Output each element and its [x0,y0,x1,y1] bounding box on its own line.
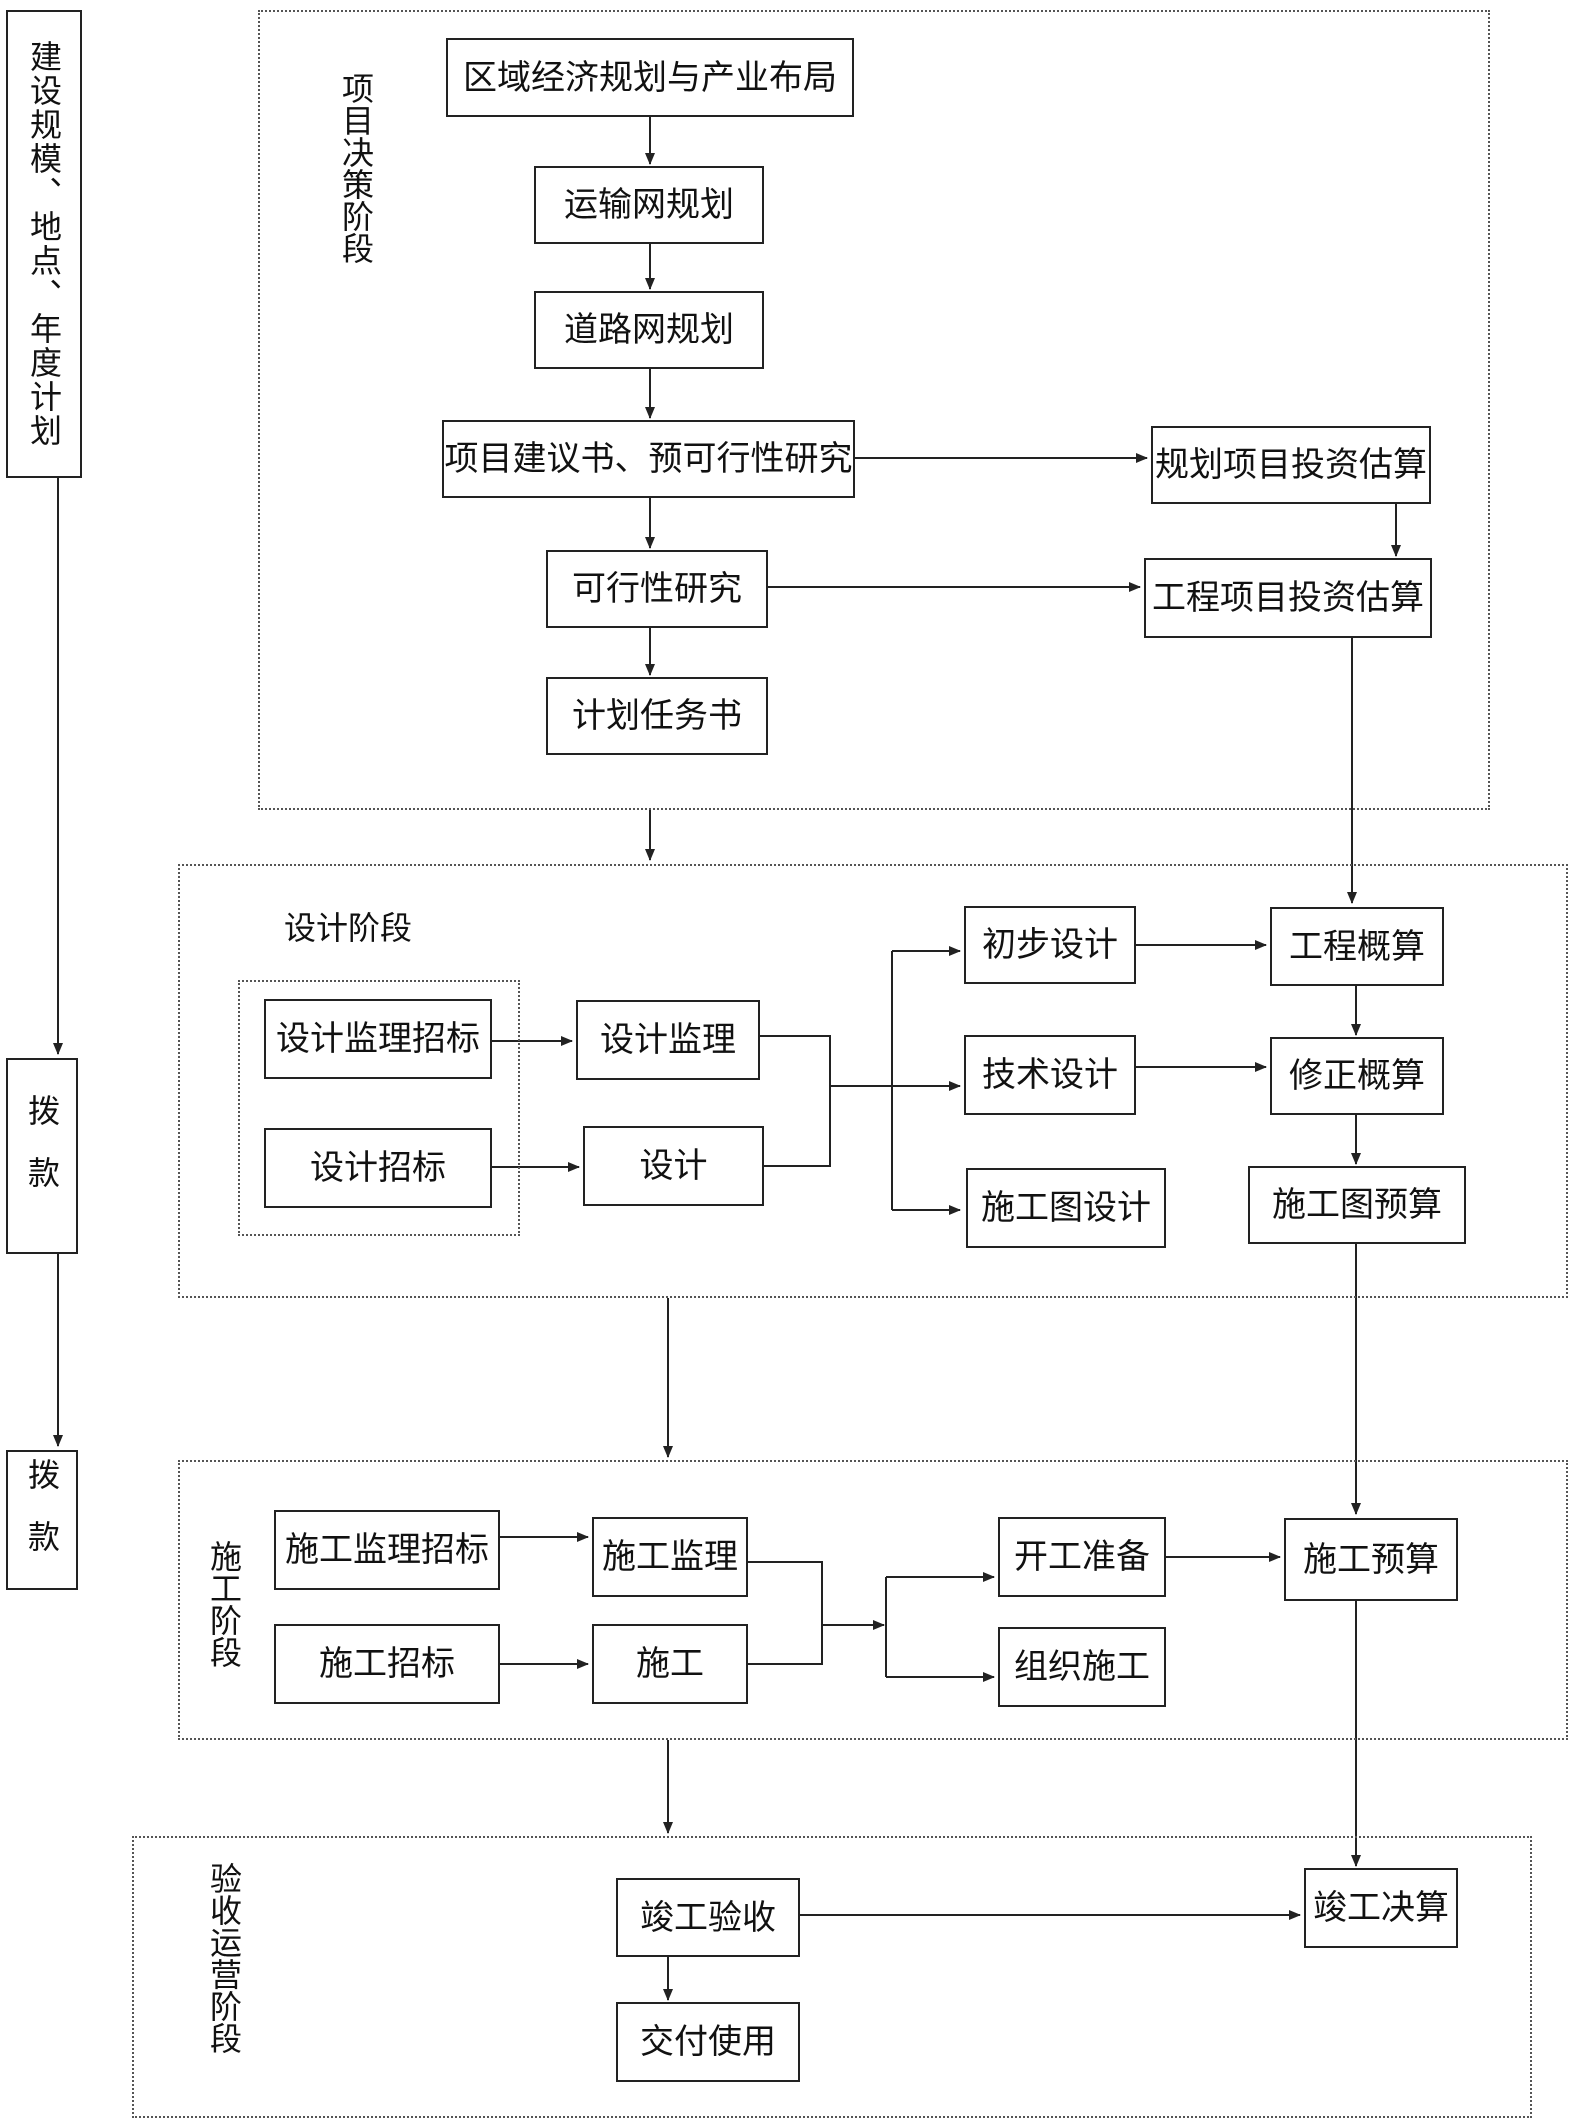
drawing-design-box: 施工图设计 [966,1168,1166,1248]
acceptance-stage-label: 验收运营阶段 [205,1862,243,2054]
design-stage-frame [178,864,1568,1298]
revised-estimate-box: 修正概算 [1270,1037,1444,1115]
decision-stage-label: 项目决策阶段 [337,72,375,264]
design-box: 设计 [583,1126,764,1206]
design-supervision-box: 设计监理 [576,1000,760,1080]
organize-construction-box: 组织施工 [998,1627,1166,1707]
merge-design-supervision [760,1035,831,1086]
plan-box: 建设规模、地点、年度计划 [6,10,82,478]
construction-bid-box: 施工招标 [274,1624,500,1704]
road-network-box: 道路网规划 [534,291,764,369]
construction-supervision-box: 施工监理 [592,1517,748,1597]
construction-budget-box: 施工预算 [1284,1518,1458,1601]
drawing-budget-box: 施工图预算 [1248,1166,1466,1244]
rough-estimate-box: 工程概算 [1270,907,1444,986]
payment-box-1: 拨款 [6,1058,78,1254]
start-prep-box: 开工准备 [998,1517,1166,1597]
construction-supervision-bid-box: 施工监理招标 [274,1510,500,1590]
design-supervision-bid-box: 设计监理招标 [264,999,492,1079]
design-bidding-group [238,980,520,1236]
feasibility-box: 可行性研究 [546,550,768,628]
preliminary-design-box: 初步设计 [964,906,1136,984]
acceptance-stage-frame [132,1836,1532,2118]
handover-box: 交付使用 [616,2002,800,2082]
task-book-box: 计划任务书 [546,677,768,755]
construction-stage-label: 施工阶段 [205,1540,243,1668]
merge-construction-supervision [748,1561,823,1625]
construction-stage-frame [178,1460,1568,1740]
proposal-box: 项目建议书、预可行性研究 [442,420,855,498]
completion-acceptance-box: 竣工验收 [616,1878,800,1957]
merge-design [764,1086,831,1167]
construction-box: 施工 [592,1624,748,1704]
technical-design-box: 技术设计 [964,1035,1136,1115]
decision-stage-frame [258,10,1490,810]
regional-planning-box: 区域经济规划与产业布局 [446,38,854,117]
planning-estimate-box: 规划项目投资估算 [1151,426,1431,504]
merge-construction [748,1625,823,1665]
design-stage-label: 设计阶段 [284,909,413,947]
transport-network-box: 运输网规划 [534,166,764,244]
design-bid-box: 设计招标 [264,1128,492,1208]
project-estimate-box: 工程项目投资估算 [1144,558,1432,638]
final-accounts-box: 竣工决算 [1304,1868,1458,1948]
payment-box-2: 拨款 [6,1450,78,1590]
